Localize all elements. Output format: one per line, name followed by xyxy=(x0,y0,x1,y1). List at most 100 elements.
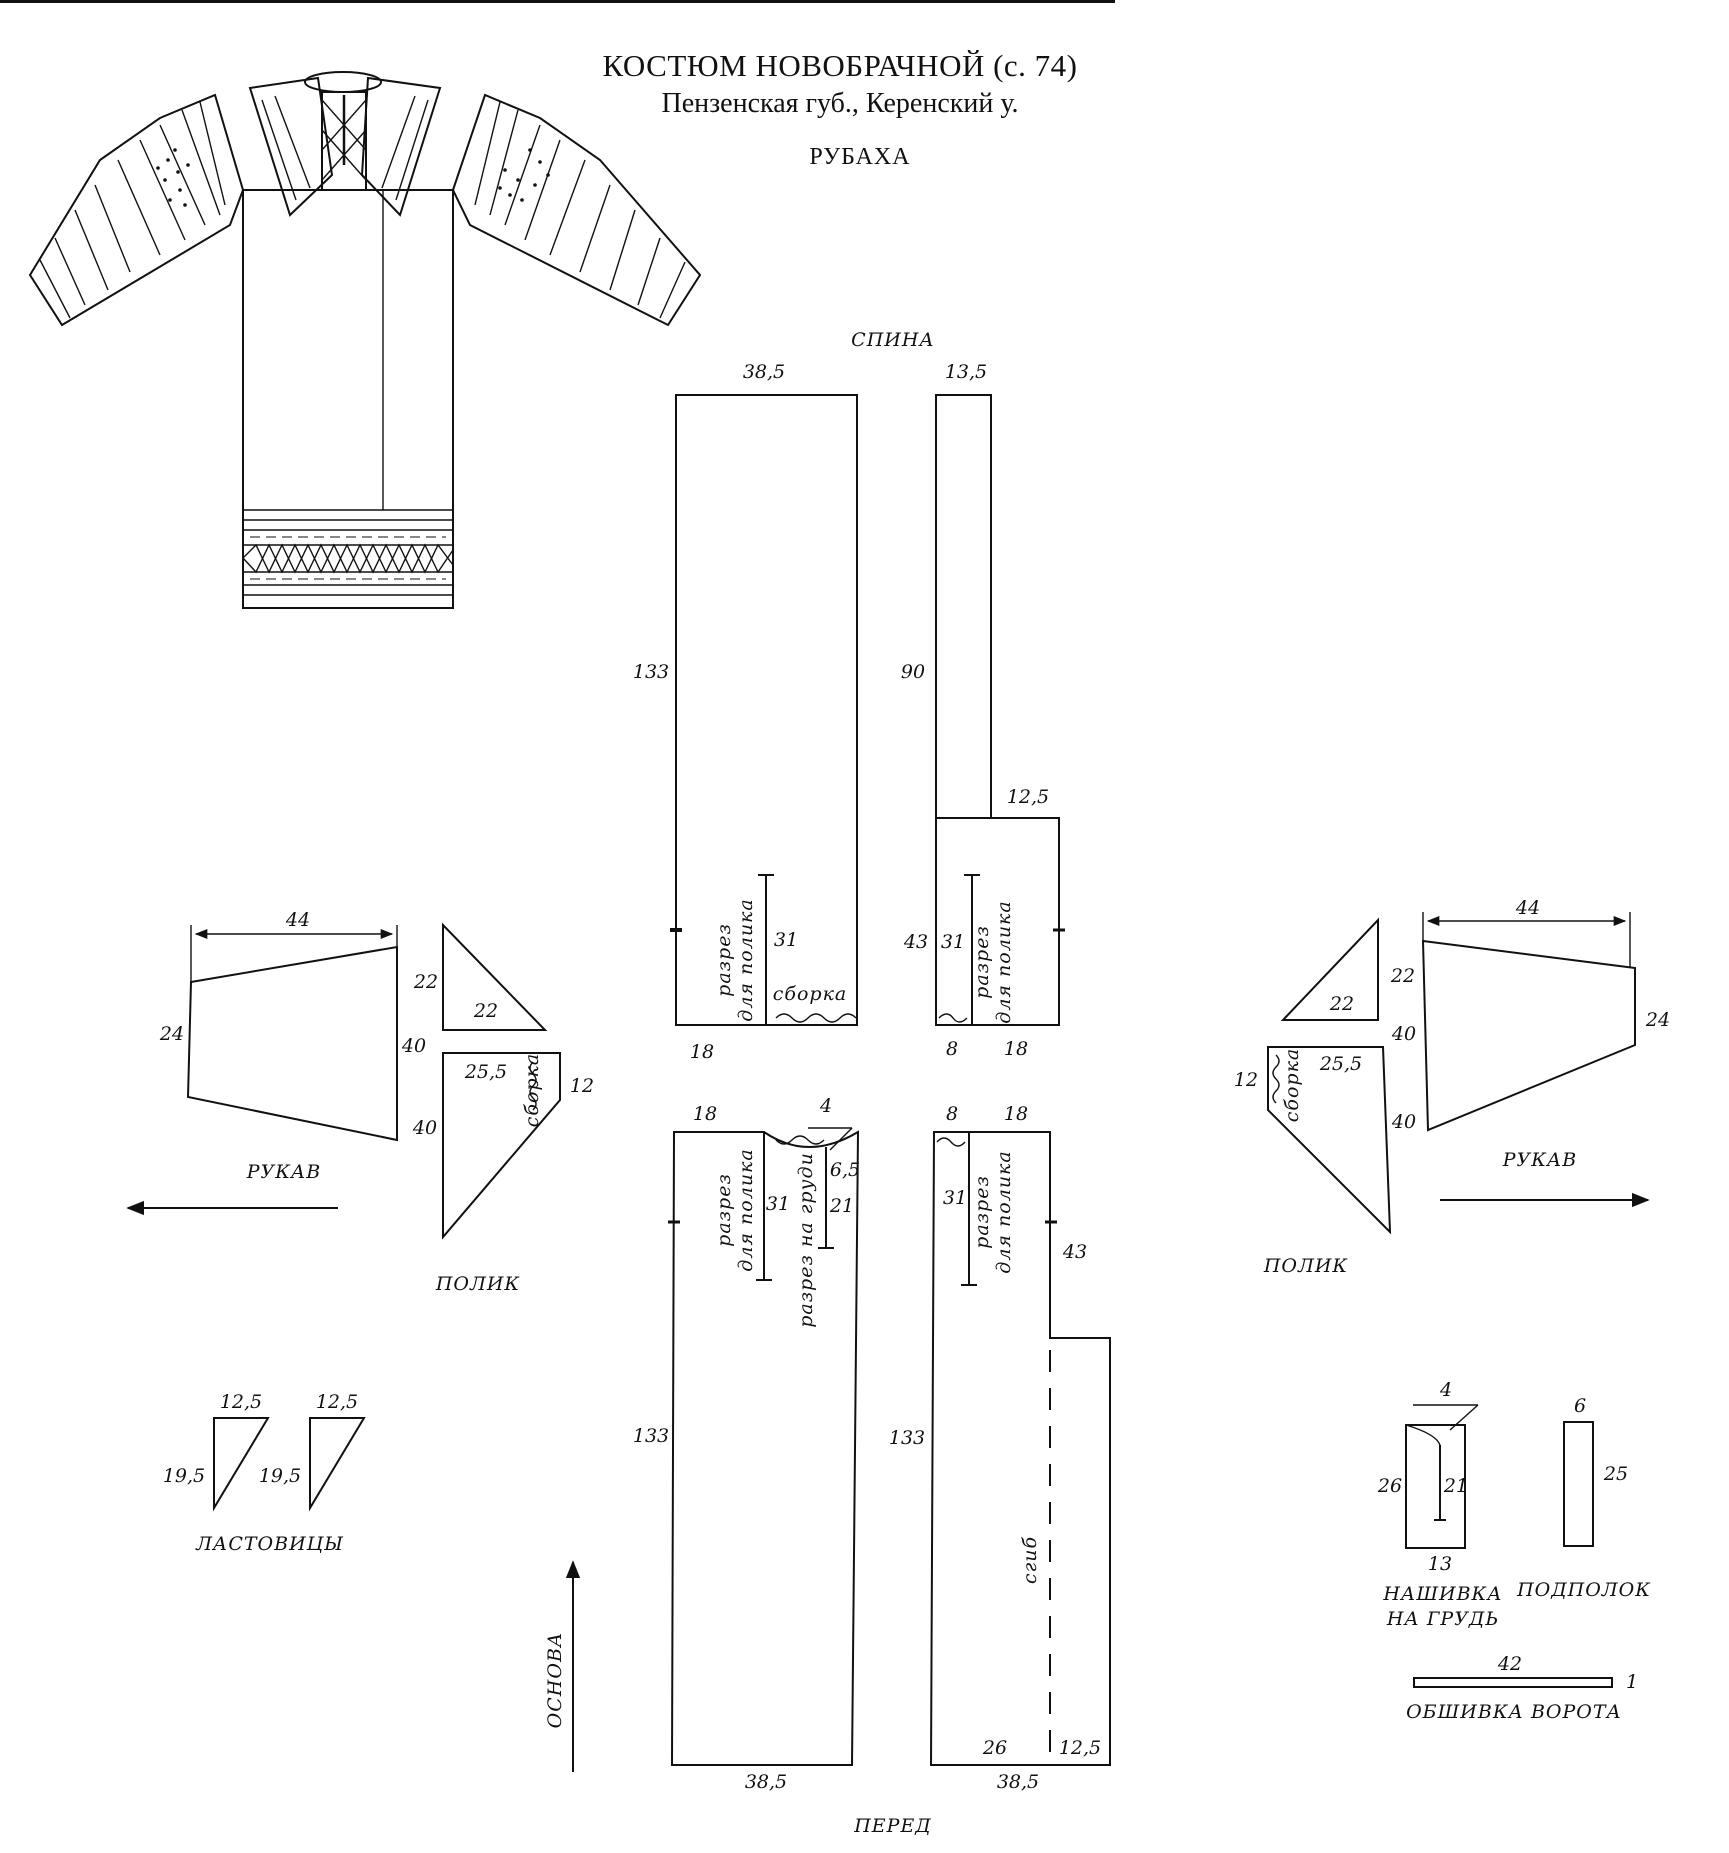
collar-lining-piece xyxy=(1563,1421,1594,1547)
dim-front-right-top-a: 8 xyxy=(946,1103,958,1125)
front-left-slit-label: разрездля полика xyxy=(713,1148,757,1271)
front-left-panel xyxy=(668,1127,860,1766)
back-left-slit-label: разрездля полика xyxy=(713,898,757,1021)
dim-right-polik-side: 12 xyxy=(1234,1069,1258,1091)
dim-front-right-slit: 31 xyxy=(943,1187,967,1209)
dim-back-right-step: 12,5 xyxy=(1007,786,1049,808)
shirt-collar-left xyxy=(248,76,334,217)
left-sleeve-piece xyxy=(186,925,398,1142)
dim-back-left-slit: 31 xyxy=(774,929,798,951)
dim-gusset-2-top: 12,5 xyxy=(316,1391,358,1413)
dim-right-polik-tri-a: 22 xyxy=(1390,965,1415,987)
shirt-hem-band xyxy=(242,509,454,596)
dim-trim-width: 1 xyxy=(1626,1671,1638,1693)
dim-back-right-bottom-a: 8 xyxy=(946,1038,958,1060)
dim-front-right-bottom-b: 12,5 xyxy=(1059,1737,1101,1759)
dim-back-right-slit: 31 xyxy=(941,931,965,953)
dim-left-polik-side: 12 xyxy=(570,1075,594,1097)
dim-left-polik-height: 40 xyxy=(412,1117,437,1139)
dim-right-sleeve-width: 44 xyxy=(1515,897,1540,919)
dim-right-polik-top: 25,5 xyxy=(1319,1053,1362,1075)
left-polik-piece xyxy=(442,922,561,1240)
dim-right-sleeve-right: 40 xyxy=(1391,1023,1416,1045)
chest-panel-piece xyxy=(1405,1404,1479,1549)
shirt-left-sleeve-dots xyxy=(156,148,190,207)
dim-left-polik-tri-b: 22 xyxy=(473,1000,498,1022)
back-left-panel xyxy=(670,394,858,1026)
dim-back-right-height: 90 xyxy=(901,661,925,683)
dim-back-left-height: 133 xyxy=(633,661,669,683)
dim-back-right-bottom-b: 18 xyxy=(1004,1038,1028,1060)
shirt-right-sleeve-stripes xyxy=(474,101,686,319)
dim-front-left-top-a: 18 xyxy=(693,1103,717,1125)
chest-panel-label-line2: НА ГРУДЬ xyxy=(1386,1608,1499,1630)
dim-left-sleeve-left: 24 xyxy=(159,1023,184,1045)
dim-front-left-height: 133 xyxy=(633,1425,669,1447)
dim-gusset-1-side: 19,5 xyxy=(163,1465,205,1487)
dim-chest-height: 26 xyxy=(1377,1475,1402,1497)
dim-lining-top: 6 xyxy=(1574,1395,1586,1417)
dim-front-left-chest: 21 xyxy=(829,1195,854,1217)
dim-right-sleeve-left: 24 xyxy=(1645,1009,1670,1031)
dim-back-right-top: 13,5 xyxy=(945,361,987,383)
right-sleeve-label: РУКАВ xyxy=(1502,1149,1578,1171)
back-label: СПИНА xyxy=(851,329,935,351)
shirt-chest-panel xyxy=(321,91,367,191)
back-left-gather-label: сборка xyxy=(773,983,848,1005)
back-right-panel xyxy=(935,394,1065,1026)
front-label: ПЕРЕД xyxy=(853,1815,932,1837)
collar-trim-label: ОБШИВКА ВОРОТА xyxy=(1406,1701,1622,1723)
dim-left-sleeve-width: 44 xyxy=(285,909,310,931)
dim-chest-top: 4 xyxy=(1439,1379,1452,1401)
dim-front-right-step: 43 xyxy=(1062,1241,1087,1263)
front-left-chest-slit-label: разрез на груди xyxy=(795,1152,817,1328)
dim-front-right-top-b: 18 xyxy=(1004,1103,1028,1125)
warp-label: ОСНОВА xyxy=(544,1632,566,1729)
right-polik-piece xyxy=(1267,917,1392,1235)
shirt-illustration xyxy=(28,71,702,609)
dim-left-polik-tri-a: 22 xyxy=(413,971,438,993)
back-right-gather-mark xyxy=(938,1013,968,1023)
shirt-right-sleeve-dots xyxy=(498,148,550,202)
gusset-pieces xyxy=(213,1417,366,1512)
dim-front-left-slit: 31 xyxy=(766,1193,790,1215)
section-title: РУБАХА xyxy=(809,144,911,170)
dim-left-polik-top: 25,5 xyxy=(464,1061,507,1083)
front-left-gather-mark xyxy=(775,1135,825,1145)
dim-gusset-1-top: 12,5 xyxy=(220,1391,262,1413)
dim-front-right-bottom-a: 26 xyxy=(982,1737,1007,1759)
dim-gusset-2-side: 19,5 xyxy=(259,1465,301,1487)
dim-trim-length: 42 xyxy=(1497,1653,1522,1675)
page-title: КОСТЮМ НОВОБРАЧНОЙ (с. 74) xyxy=(602,48,1078,83)
shirt-neckline xyxy=(304,71,382,93)
gussets-label: ЛАСТОВИЦЫ xyxy=(195,1533,344,1555)
left-polik-gather-label: сборка xyxy=(521,1053,543,1128)
shirt-right-sleeve xyxy=(451,93,702,327)
dim-front-left-neck: 6,5 xyxy=(830,1159,860,1181)
front-right-fold-label: сгиб xyxy=(1019,1536,1041,1584)
back-right-slit-label: разрездля полика xyxy=(971,900,1015,1023)
right-polik-label: ПОЛИК xyxy=(1263,1255,1349,1277)
chest-panel-label-line1: НАШИВКА xyxy=(1382,1583,1502,1605)
dim-front-right-bottom: 38,5 xyxy=(997,1771,1039,1793)
left-sleeve-label: РУКАВ xyxy=(246,1161,322,1183)
front-right-slit-label: разрездля полика xyxy=(971,1150,1015,1273)
right-polik-gather-label: сборка xyxy=(1281,1048,1303,1123)
collar-trim-piece xyxy=(1413,1677,1613,1688)
dim-right-polik-height: 40 xyxy=(1391,1111,1416,1133)
dim-back-right-lower: 43 xyxy=(903,931,928,953)
front-right-gather-mark xyxy=(936,1137,966,1147)
dim-chest-slit: 21 xyxy=(1443,1475,1468,1497)
back-left-gather-mark xyxy=(775,1013,857,1023)
dim-chest-bottom: 13 xyxy=(1428,1553,1452,1575)
dim-lining-height: 25 xyxy=(1603,1463,1628,1485)
front-right-panel xyxy=(929,1131,1111,1766)
dim-front-left-bottom: 38,5 xyxy=(745,1771,787,1793)
dim-left-sleeve-right: 40 xyxy=(401,1035,426,1057)
shirt-left-sleeve xyxy=(28,93,245,327)
shirt-left-sleeve-stripes xyxy=(39,101,226,319)
dim-back-left-bottom: 18 xyxy=(690,1041,714,1063)
dim-front-left-top-b: 4 xyxy=(819,1095,832,1117)
